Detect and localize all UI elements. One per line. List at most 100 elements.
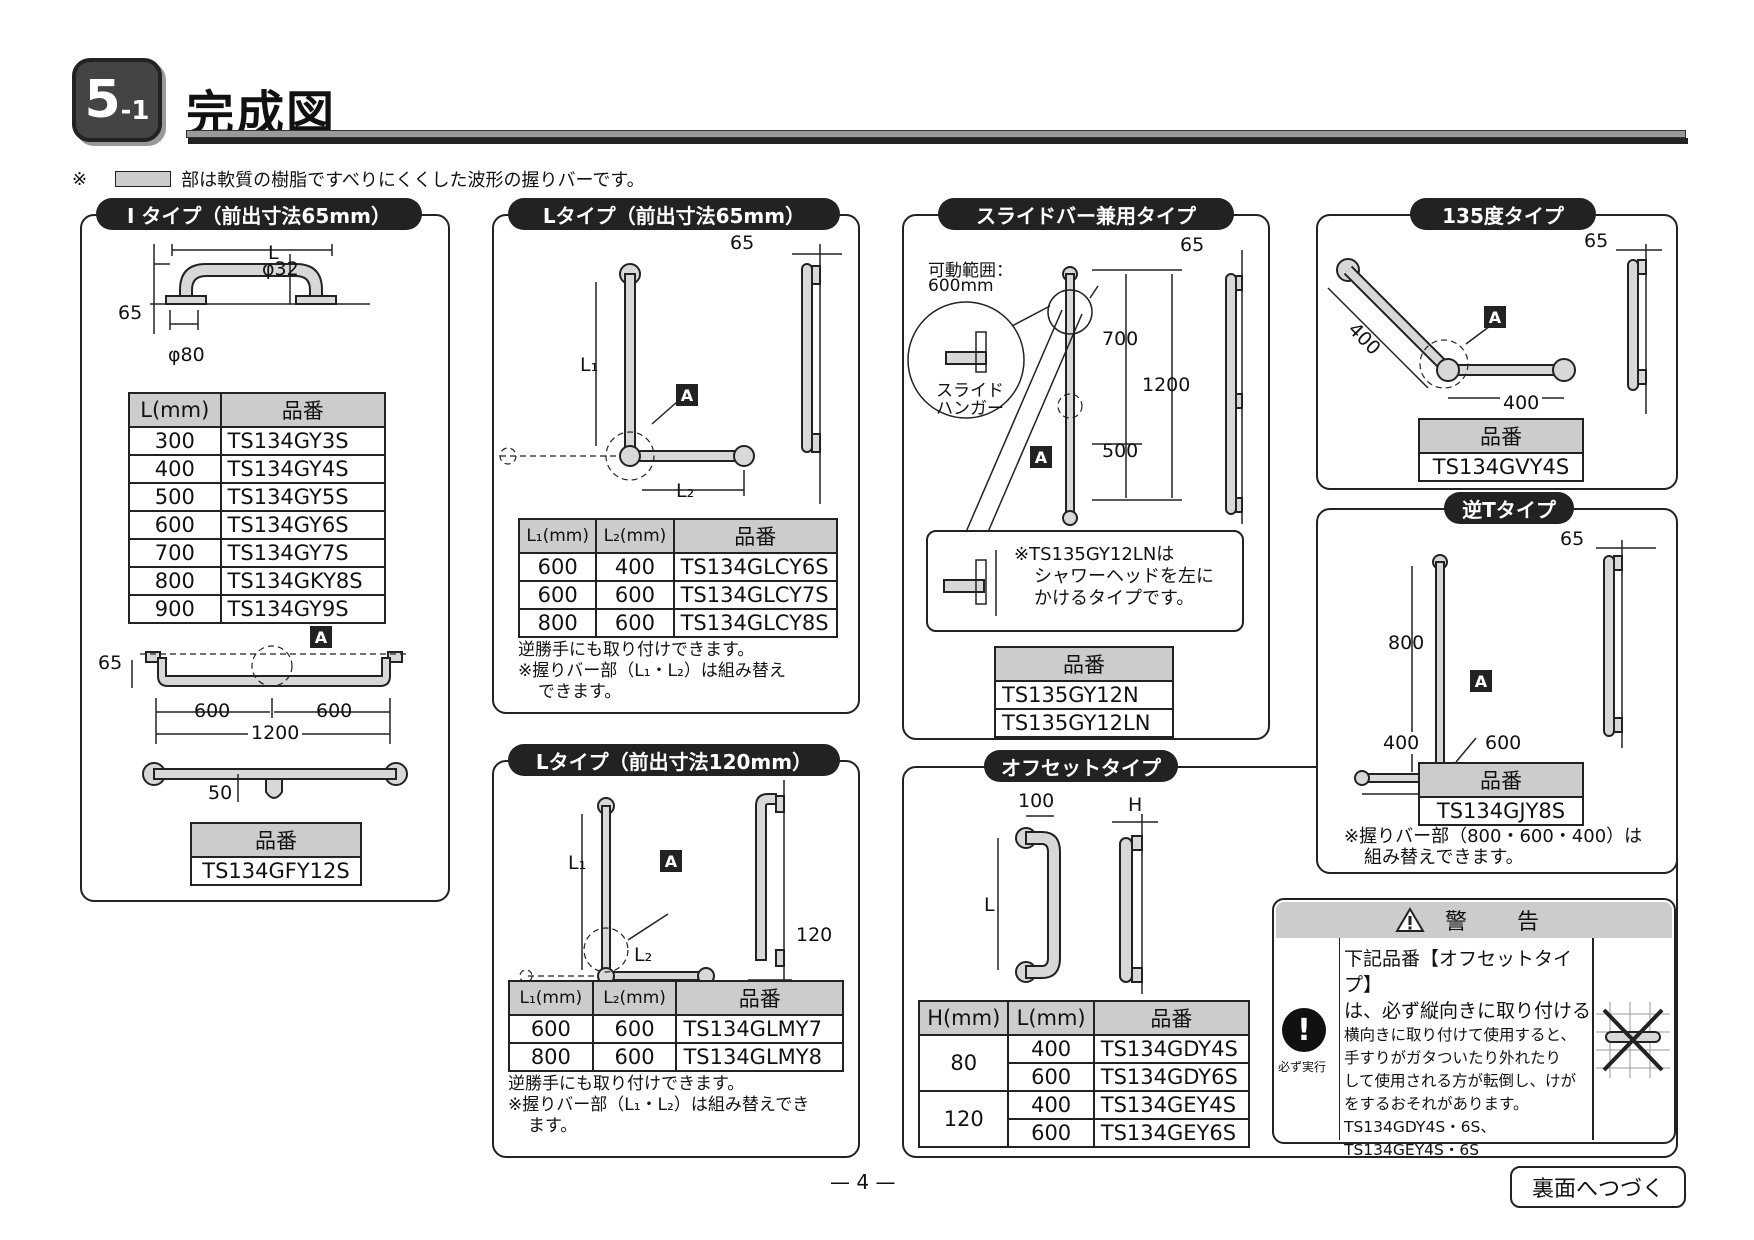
- i-dim-1200: 1200: [248, 722, 303, 744]
- table-cell: 800: [128, 566, 222, 596]
- slide-dim-500: 500: [1102, 440, 1139, 462]
- panel-l-type-120: [492, 760, 860, 1158]
- warning-line: をするおそれがあります。: [1344, 1095, 1529, 1113]
- note-line: ます。: [528, 1116, 578, 1136]
- table-cell: TS134GEY6S: [1092, 1118, 1251, 1148]
- i-type-table2: 品番 TS134GFY12S: [190, 822, 362, 886]
- table-cell: TS134GFY12S: [190, 856, 362, 886]
- table-cell: TS134GEY4S: [1092, 1090, 1251, 1120]
- slide-title: スライドバー兼用タイプ: [938, 198, 1234, 230]
- title-rule-shadow: [188, 138, 1688, 144]
- l65-dim-65: 65: [730, 232, 755, 254]
- revt-title: 逆Tタイプ: [1444, 492, 1574, 524]
- table-header: 品番: [1092, 1000, 1251, 1036]
- must-do-label: 必ず実行: [1278, 1060, 1327, 1074]
- l65-dim-L2: L₂: [676, 480, 695, 502]
- warning-text: 下記品番【オフセットタイプ】 は、必ず縦向きに取り付ける 横向きに取り付けて使用…: [1344, 946, 1592, 1162]
- offset-dim-L: L: [984, 894, 995, 916]
- table-header: 品番: [994, 646, 1174, 682]
- section-badge: 5-1: [72, 58, 162, 142]
- table-cell: 400: [1007, 1034, 1095, 1064]
- top-note: ※ 部は軟質の樹脂ですべりにくくした波形の握りバーです。: [72, 166, 645, 192]
- i-dim-65b: 65: [98, 652, 123, 674]
- i-tag-a: A: [310, 626, 332, 648]
- revt-dim-400: 400: [1380, 732, 1423, 754]
- t135-dim-400b: 400: [1500, 392, 1543, 414]
- table-cell: TS134GDY6S: [1092, 1062, 1251, 1092]
- revt-tag-a: A: [1470, 670, 1492, 692]
- i-type-drawing: [131, 244, 410, 802]
- t135-tag-a: A: [1484, 306, 1506, 328]
- table-cell: 600: [595, 608, 675, 638]
- i-type-title: I タイプ（前出寸法65mm）: [96, 198, 422, 230]
- l65-title: Lタイプ（前出寸法65mm）: [508, 198, 840, 230]
- page-number: — 4 —: [830, 1170, 896, 1194]
- note-line: かけるタイプです。: [1034, 588, 1195, 609]
- table-header: L₂(mm): [595, 518, 675, 554]
- table-cell: TS134GLCY7S: [672, 580, 839, 610]
- table-cell: TS134GKY8S: [219, 566, 387, 596]
- table-cell: 600: [508, 1014, 594, 1044]
- slide-note-drawing: [943, 550, 997, 616]
- warning-title: 警 告: [1444, 910, 1553, 935]
- t135-title: 135度タイプ: [1410, 198, 1596, 230]
- t135-dim-65: 65: [1584, 230, 1609, 252]
- soft-resin-swatch: [115, 171, 172, 187]
- note-line: ※握りバー部（L₁・L₂）は組み替え: [518, 661, 786, 681]
- l65-notes: 逆勝手にも取り付けできます。 ※握りバー部（L₁・L₂）は組み替え できます。: [518, 640, 786, 703]
- table-cell: TS134GY7S: [219, 538, 387, 568]
- table-cell: TS134GVY4S: [1418, 452, 1584, 482]
- table-cell: TS134GLMY7: [675, 1014, 844, 1044]
- table-header: 品番: [1418, 762, 1584, 798]
- revt-notes: ※握りバー部（800・600・400）は 組み替えできます。: [1344, 826, 1642, 868]
- i-dim-phi32: φ32: [262, 258, 299, 280]
- table-cell: 600: [591, 1014, 678, 1044]
- table-cell: 400: [1007, 1090, 1095, 1120]
- i-th-part: 品番: [219, 392, 387, 428]
- note-line: 組み替えできます。: [1364, 847, 1524, 868]
- slide-note-box: [926, 530, 1244, 632]
- slide-dim-1200: 1200: [1142, 374, 1191, 396]
- warning-line: 下記品番【オフセットタイプ】: [1344, 948, 1573, 996]
- table-header: L(mm): [1007, 1000, 1095, 1036]
- slide-note-text: ※TS135GY12LNは シャワーヘッドを左に かけるタイプです。: [1014, 544, 1214, 610]
- table-header: 品番: [190, 822, 362, 858]
- t135-drawing: [1327, 244, 1662, 414]
- warning-line: は、必ず縦向きに取り付ける: [1344, 1000, 1592, 1022]
- note-line: シャワーヘッドを左に: [1034, 566, 1214, 587]
- table-cell: 400: [128, 454, 222, 484]
- slide-range-value: 600mm: [928, 276, 994, 296]
- table-cell: TS134GLCY6S: [672, 552, 839, 582]
- table-cell: 600: [517, 552, 598, 582]
- l120-dim-L2: L₂: [634, 944, 653, 966]
- exclamation-icon: !: [1282, 1008, 1326, 1052]
- table-cell: TS134GY3S: [219, 426, 387, 456]
- t135-table: 品番 TS134GVY4S: [1418, 418, 1584, 482]
- revt-table: 品番 TS134GJY8S: [1418, 762, 1584, 826]
- revt-dim-65: 65: [1560, 528, 1585, 550]
- offset-title: オフセットタイプ: [984, 750, 1178, 782]
- l120-dim-120: 120: [796, 924, 833, 946]
- i-dim-65: 65: [118, 302, 143, 324]
- offset-dim-100: 100: [1018, 790, 1055, 812]
- revt-dim-800: 800: [1388, 632, 1425, 654]
- table-cell: 600: [517, 580, 598, 610]
- warning-line: して使用される方が転倒し、けが: [1344, 1072, 1577, 1090]
- table-cell: 600: [1007, 1118, 1095, 1148]
- i-dim-phi80: φ80: [168, 344, 205, 366]
- table-cell: TS134GDY4S: [1092, 1034, 1251, 1064]
- warning-divider: [1592, 938, 1594, 1140]
- table-header: 品番: [1418, 418, 1584, 454]
- note-line: 逆勝手にも取り付けできます。: [518, 640, 755, 660]
- l120-tag-a: A: [660, 850, 682, 872]
- warning-icon-col: [1276, 938, 1340, 1140]
- slide-table: 品番 TS135GY12N TS135GY12LN: [994, 646, 1174, 738]
- slide-tag-a: A: [1030, 446, 1052, 468]
- table-cell: TS134GY5S: [219, 482, 387, 512]
- table-header: L₁(mm): [517, 518, 598, 554]
- note-line: ※握りバー部（L₁・L₂）は組み替えでき: [508, 1095, 810, 1115]
- l65-drawing: [499, 244, 842, 504]
- note-line: できます。: [538, 682, 622, 702]
